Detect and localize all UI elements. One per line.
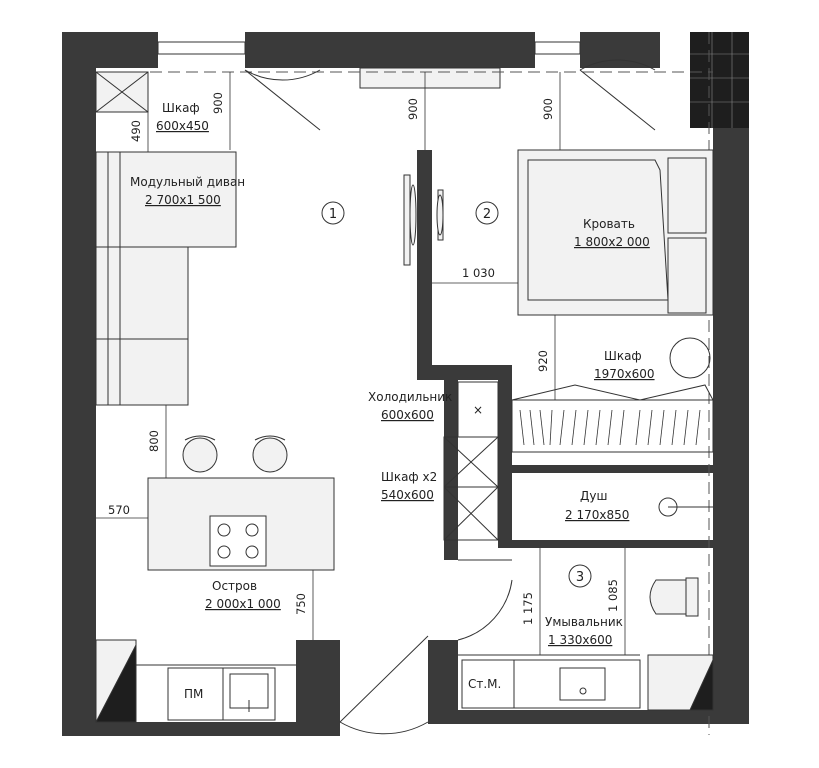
wardrobe-bedroom: [511, 384, 714, 453]
kitchen-counter: [95, 639, 296, 723]
shower-size: 2 170x850: [565, 508, 629, 522]
wall-left: [62, 32, 96, 735]
wall-top-right: [580, 32, 660, 68]
wall-bath-top: [498, 465, 713, 473]
bar-stools: [182, 435, 288, 473]
dim-1085: 1 085: [606, 579, 620, 612]
door-balcony-right: [579, 59, 656, 131]
dim-920: 920: [536, 350, 550, 372]
wall-bottom-stub-left: [296, 640, 340, 736]
dim-490: 490: [129, 120, 143, 142]
windows: [157, 41, 581, 89]
shower-name: Душ: [580, 489, 607, 503]
window-sill-mid: [359, 67, 501, 89]
wall-bottom-left: [62, 722, 306, 736]
wall-bath-left: [498, 378, 512, 548]
walls: [62, 32, 749, 736]
wall-bottom-right: [444, 710, 749, 724]
wardrobe-entry: [95, 71, 149, 113]
dim-800: 800: [147, 430, 161, 452]
dim-1030: 1 030: [462, 266, 495, 280]
washbasin-size: 1 330x600: [548, 633, 612, 647]
island-size: 2 000x1 000: [205, 597, 281, 611]
bath-corner-block: [647, 654, 714, 711]
washing-machine-label: Ст.М.: [468, 677, 501, 691]
wall-top-left: [62, 32, 158, 68]
wardrobe-double-size: 540x600: [381, 488, 434, 502]
fridge-mark: ×: [473, 403, 483, 417]
wardrobe-entry-name: Шкаф: [162, 101, 200, 115]
room-markers: [321, 201, 592, 588]
door-balcony-left: [244, 69, 321, 131]
door-bathroom: [457, 559, 513, 641]
dim-750: 750: [294, 593, 308, 615]
room-number-3: 3: [576, 570, 584, 585]
wall-partition: [417, 150, 512, 380]
dim-1175: 1 175: [521, 592, 535, 625]
fridge-name: Холодильник: [368, 390, 452, 404]
washbasin-name: Умывальник: [545, 615, 623, 629]
wall-bottom-stub-right: [428, 640, 458, 724]
bed: [517, 149, 714, 316]
wall-right: [713, 32, 749, 722]
dim-900-left: 900: [211, 92, 225, 114]
wardrobe-double-name: Шкаф x2: [381, 470, 437, 484]
door-entrance: [339, 635, 429, 735]
tv-wall-mount: [403, 174, 444, 266]
sofa-size: 2 700x1 500: [145, 193, 221, 207]
sofa: [95, 151, 237, 406]
wardrobe-double: [443, 436, 499, 541]
window-right: [534, 41, 581, 55]
fridge-size: 600x600: [381, 408, 434, 422]
round-table: [669, 337, 711, 379]
shower-drain: [658, 497, 713, 517]
wall-shower-bottom: [512, 540, 713, 548]
dim-570: 570: [108, 503, 130, 517]
wall-partition-lower: [444, 378, 458, 560]
bed-size: 1 800x2 000: [574, 235, 650, 249]
toilet: [649, 577, 699, 617]
bath-vanity: [458, 654, 641, 709]
wardrobe-entry-size: 600x450: [156, 119, 209, 133]
wall-bath-door-stub: [444, 540, 458, 560]
doors: [244, 59, 656, 735]
window-left: [157, 41, 246, 55]
wall-top-mid: [325, 32, 535, 68]
column-grid: [690, 32, 749, 128]
dark-column: [690, 32, 749, 128]
room-number-1: 1: [329, 207, 337, 222]
wardrobe-bedroom-size: 1970x600: [594, 367, 655, 381]
dim-900-mid: 900: [406, 98, 420, 120]
room-number-2: 2: [483, 207, 491, 222]
bed-name: Кровать: [583, 217, 635, 231]
sofa-name: Модульный диван: [130, 175, 245, 189]
wardrobe-bedroom-name: Шкаф: [604, 349, 642, 363]
kitchen-island: [147, 477, 335, 571]
island-name: Остров: [212, 579, 257, 593]
dimension-lines: [96, 72, 626, 655]
dim-900-right: 900: [541, 98, 555, 120]
wall-top-mid-left: [245, 32, 325, 68]
dishwasher-label: ПМ: [184, 687, 203, 701]
